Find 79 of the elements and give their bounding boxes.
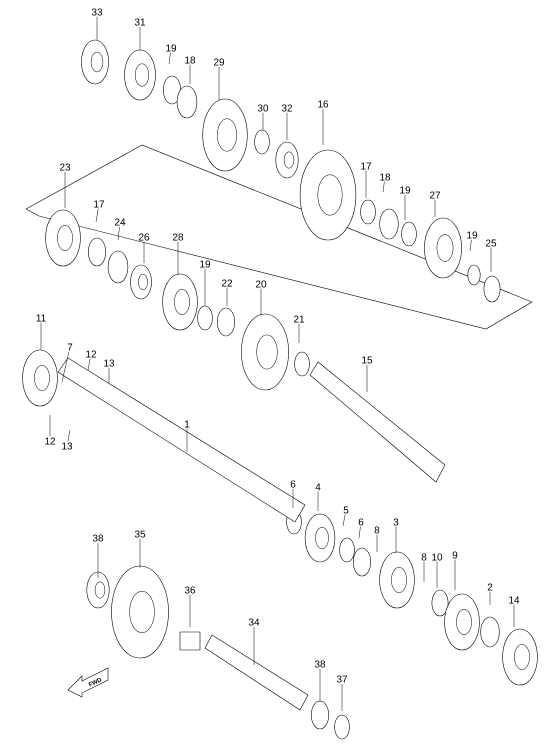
callout-number: 36 [184,586,196,594]
callout-number: 37 [336,675,348,683]
callout-number: 8 [422,553,426,561]
callout-number: 27 [430,192,440,198]
leader-line [322,108,324,146]
callout-number: 18 [380,173,390,181]
callout-number: 6 [358,518,364,526]
leader-line [404,194,406,220]
leader-line [366,364,368,392]
leader-line [436,562,438,588]
leader-line [298,323,300,344]
leader-line [262,112,264,130]
leader-line [376,534,378,552]
leader-line [454,560,456,590]
callout-number: 17 [94,200,104,208]
callout-number: 38 [314,660,326,668]
callout-number: 2 [488,584,492,590]
callout-number: 26 [138,233,150,241]
callout-number: 5 [344,506,348,514]
leader-line [108,368,110,384]
callout-number: 30 [258,104,268,112]
leader-line [292,488,294,508]
callout-number: 25 [486,239,496,247]
callout-number: 7 [68,344,72,350]
callout-number: 34 [248,618,260,626]
callout-number: 9 [452,551,458,559]
callout-number: 12 [45,438,56,444]
leader-line [96,208,98,222]
callout-number: 19 [400,186,410,194]
callout-number: 8 [374,526,380,534]
callout-number: 20 [256,280,266,288]
leader-line [68,430,70,442]
callout-number: 12 [86,350,96,358]
leader-line [358,526,361,538]
callout-number: 3 [394,518,398,526]
leader-line [286,112,288,140]
callout-number: 28 [172,233,184,241]
callout-number: 6 [290,480,296,488]
leader-line [186,428,188,452]
leader-line [226,287,228,306]
callout-number: 19 [467,231,478,239]
callout-number: 16 [318,100,328,108]
callout-number: 24 [114,218,126,226]
callout-number: 19 [166,44,176,52]
callout-number: 11 [36,314,46,322]
leader-line [64,172,66,208]
leader-line [88,358,90,370]
callout-number: 29 [214,58,224,66]
leader-line [470,240,472,252]
leader-line [342,514,346,526]
leader-line [118,226,120,240]
callout-number: 22 [222,280,232,286]
callout-number: 13 [104,359,114,367]
leader-line [218,66,220,100]
leader-line [40,322,42,350]
callout-number: 19 [200,260,210,268]
leader-line [260,288,262,316]
callout-number: 21 [294,316,304,322]
callout-number: 13 [62,442,72,450]
leader-line [490,248,492,272]
leader-line [62,351,70,382]
callout-number: 4 [315,484,320,490]
callout-number: 1 [185,420,190,428]
callout-number: 18 [185,56,196,64]
leader-line [382,182,385,192]
leader-line [96,16,98,40]
leader-line [204,268,206,306]
callout-number: 32 [282,104,292,112]
leader-line [434,199,436,218]
callout-number: 23 [60,163,70,171]
callout-number: 17 [361,162,372,170]
callout-number: 33 [92,8,102,16]
callout-number: 38 [92,534,104,542]
leader-line [168,52,171,64]
callout-number: 14 [509,596,520,604]
callout-number: 31 [134,18,146,26]
callout-number: 15 [362,356,372,364]
callout-number: 10 [432,553,442,561]
callout-number: 35 [134,530,146,538]
